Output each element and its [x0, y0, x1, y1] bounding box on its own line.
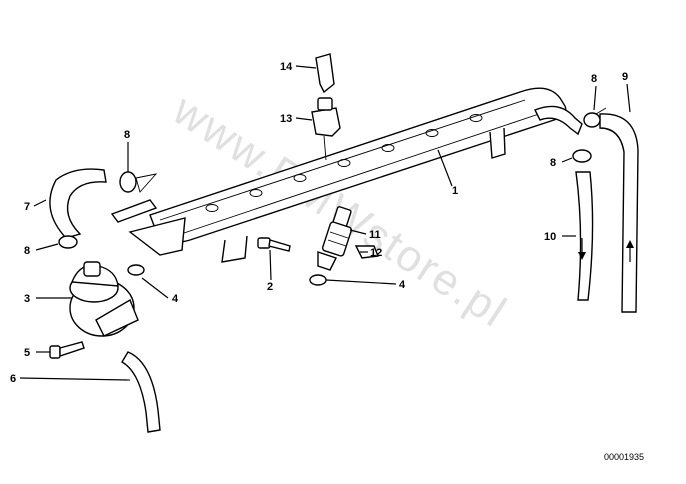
fuel-rail — [110, 87, 583, 263]
label-8-top-left: 8 — [124, 129, 130, 141]
return-line-hose — [599, 113, 639, 313]
return-hose — [49, 168, 107, 239]
label-7: 7 — [24, 201, 30, 213]
flow-arrow-down — [578, 238, 586, 260]
label-8-right-lower: 8 — [550, 157, 556, 169]
label-3: 3 — [24, 293, 30, 305]
leader-lines — [19, 65, 631, 381]
injector-connector — [311, 97, 341, 161]
o-ring-injector — [309, 274, 327, 286]
wiring-plug — [315, 53, 335, 94]
label-14: 14 — [280, 61, 293, 73]
hose-clamp-top-left — [119, 171, 158, 193]
hose-clamp-regulator — [58, 235, 78, 249]
part-labels: 1 2 3 4 4 5 6 7 8 8 8 8 9 10 11 12 13 14 — [10, 61, 628, 385]
label-13: 13 — [280, 113, 292, 125]
label-2: 2 — [267, 281, 273, 293]
label-8-regulator: 8 — [24, 245, 30, 257]
label-5: 5 — [24, 347, 30, 359]
regulator-bolt — [49, 341, 85, 359]
fuel-hose-lower — [121, 351, 161, 433]
flow-arrow-up — [626, 240, 634, 262]
label-11: 11 — [369, 229, 381, 241]
label-6: 6 — [10, 373, 16, 385]
diagram-reference-number: 00001935 — [604, 452, 644, 462]
label-12: 12 — [370, 247, 382, 259]
pressure-regulator — [69, 261, 139, 337]
rail-mounting-brackets — [128, 127, 506, 263]
fuel-injector — [317, 206, 353, 271]
rail-injector-ports — [205, 114, 483, 212]
label-1: 1 — [452, 185, 458, 197]
hose-clamp-right-upper — [583, 107, 607, 128]
rail-screw — [257, 237, 291, 252]
feed-hose — [575, 171, 594, 301]
label-4-left: 4 — [172, 293, 179, 305]
label-4-right: 4 — [399, 279, 406, 291]
label-8-right-upper: 8 — [591, 73, 597, 85]
label-9: 9 — [622, 71, 628, 83]
hose-clamp-right-lower — [572, 149, 592, 163]
washer-regulator — [127, 264, 145, 276]
label-10: 10 — [544, 231, 556, 243]
